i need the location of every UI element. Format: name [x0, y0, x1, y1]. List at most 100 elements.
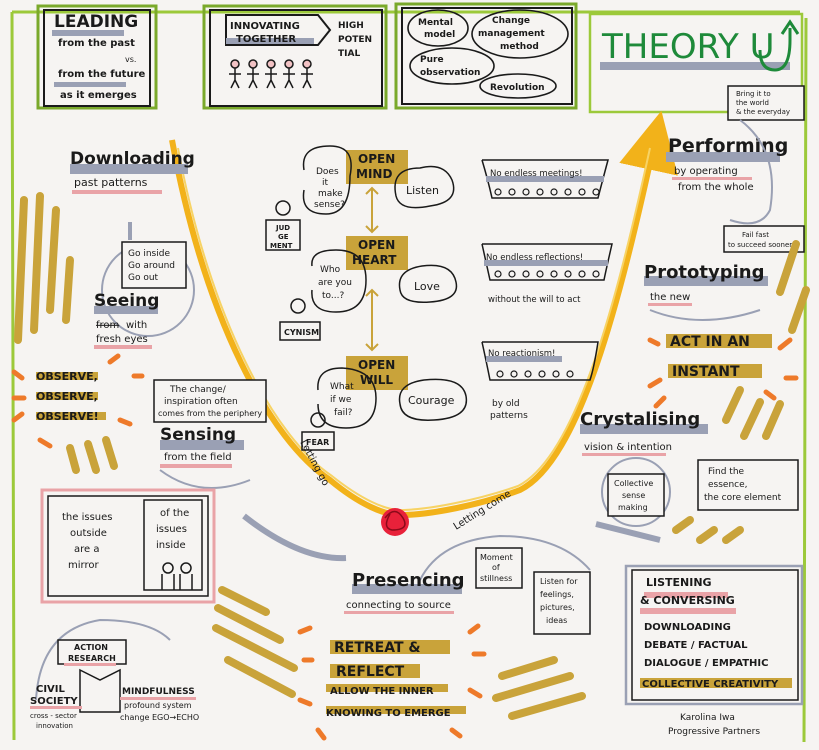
svg-text:REFLECT: REFLECT — [336, 664, 405, 680]
open-heart-section: OPEN HEART Who are you to...? Love CYNIS… — [279, 236, 458, 341]
svg-text:inside: inside — [156, 540, 186, 551]
svg-text:connecting to source: connecting to source — [346, 600, 451, 611]
listening-box: LISTENING & CONVERSING DOWNLOADING DEBAT… — [624, 564, 804, 706]
svg-text:Courage: Courage — [408, 394, 455, 407]
svg-text:OPEN: OPEN — [358, 358, 395, 372]
svg-text:Sensing: Sensing — [160, 425, 236, 445]
svg-text:sense?: sense? — [314, 200, 345, 210]
svg-text:fail?: fail? — [334, 408, 353, 418]
svg-text:Does: Does — [316, 167, 339, 177]
svg-text:from the field: from the field — [164, 452, 232, 463]
svg-text:change EGO→ECHO: change EGO→ECHO — [120, 713, 199, 722]
svg-text:DEBATE / FACTUAL: DEBATE / FACTUAL — [644, 640, 748, 651]
svg-text:stillness: stillness — [480, 574, 512, 583]
svg-text:HIGH: HIGH — [338, 21, 364, 31]
svg-text:CYNISM: CYNISM — [284, 328, 319, 337]
svg-text:feelings,: feelings, — [540, 590, 574, 599]
open-mind-section: OPEN MIND Does it make sense? Listen JUD… — [265, 145, 455, 251]
svg-text:Prototyping: Prototyping — [644, 262, 765, 283]
leading-box: LEADING from the past vs. from the futur… — [36, 4, 158, 110]
svg-text:Go out: Go out — [128, 273, 159, 283]
svg-text:COLLECTIVE CREATIVITY: COLLECTIVE CREATIVITY — [642, 679, 779, 690]
svg-text:profound system: profound system — [124, 701, 192, 710]
svg-text:SOCIETY: SOCIETY — [30, 696, 78, 707]
svg-text:GE: GE — [278, 233, 289, 241]
svg-text:are a: are a — [74, 544, 99, 555]
svg-text:as it emerges: as it emerges — [60, 90, 137, 101]
svg-text:HEART: HEART — [352, 253, 397, 267]
svg-text:Go inside: Go inside — [128, 249, 170, 259]
svg-text:ACT IN AN: ACT IN AN — [670, 334, 750, 350]
svg-text:from the whole: from the whole — [678, 182, 754, 193]
svg-text:INSTANT: INSTANT — [672, 364, 740, 380]
svg-text:& CONVERSING: & CONVERSING — [640, 594, 735, 607]
svg-text:vs.: vs. — [125, 55, 136, 64]
svg-text:it: it — [322, 178, 329, 188]
meeting-row-1: No endless meetings! — [481, 159, 609, 199]
prototyping-section: Fail fast to succeed sooner Prototyping … — [644, 225, 810, 334]
svg-text:INNOVATING: INNOVATING — [230, 21, 300, 32]
svg-text:to succeed sooner: to succeed sooner — [728, 241, 792, 249]
svg-text:Go around: Go around — [128, 261, 175, 271]
svg-text:Love: Love — [414, 280, 440, 293]
svg-text:Presencing: Presencing — [352, 570, 465, 591]
svg-text:Crystalising: Crystalising — [580, 409, 700, 430]
svg-text:model: model — [424, 30, 455, 40]
gold-stripes-left — [14, 192, 74, 344]
act-instant-section: ACT IN AN INSTANT — [647, 334, 799, 440]
svg-text:OPEN: OPEN — [358, 238, 395, 252]
svg-text:RESEARCH: RESEARCH — [68, 654, 116, 663]
svg-text:outside: outside — [70, 528, 107, 539]
svg-text:of the: of the — [160, 508, 189, 519]
svg-text:DOWNLOADING: DOWNLOADING — [644, 622, 731, 633]
svg-text:Change: Change — [492, 16, 530, 26]
center-arrows — [365, 186, 379, 352]
svg-text:pictures,: pictures, — [540, 603, 575, 612]
mirror-figure-icon — [161, 562, 193, 590]
outer-frame — [10, 10, 808, 743]
svg-text:make: make — [318, 189, 343, 199]
theory-u-title-box: THEORY U — [588, 12, 804, 114]
svg-text:MIND: MIND — [356, 167, 392, 181]
table-people-icon — [494, 188, 600, 196]
svg-text:The change/: The change/ — [169, 385, 227, 395]
presencing-section: Moment of stillness Listen for feelings,… — [344, 534, 591, 635]
svg-text:DIALOGUE / EMPATHIC: DIALOGUE / EMPATHIC — [644, 658, 768, 669]
svg-text:vision & intention: vision & intention — [584, 442, 672, 453]
fear-figure-icon — [310, 412, 326, 428]
svg-text:Find the: Find the — [708, 467, 745, 477]
svg-text:LISTENING: LISTENING — [646, 576, 712, 589]
svg-text:the core element: the core element — [704, 493, 782, 503]
page-title: THEORY U — [601, 27, 775, 67]
meeting-row-3: No reactionism! by old patterns — [481, 341, 599, 421]
svg-text:POTEN: POTEN — [338, 35, 372, 45]
svg-text:of: of — [492, 563, 500, 572]
svg-text:past patterns: past patterns — [74, 176, 148, 189]
svg-text:issues: issues — [156, 524, 187, 535]
svg-text:to...?: to...? — [322, 291, 344, 301]
svg-text:comes from the periphery: comes from the periphery — [158, 409, 262, 418]
svg-text:inspiration often: inspiration often — [164, 397, 238, 407]
action-research-section: ACTION RESEARCH CIVIL SOCIETY cross - se… — [30, 618, 199, 730]
svg-text:ideas: ideas — [546, 616, 567, 625]
svg-text:& the everyday: & the everyday — [736, 108, 790, 116]
svg-text:FEAR: FEAR — [306, 438, 329, 447]
svg-text:ACTION: ACTION — [74, 643, 108, 652]
svg-text:sense: sense — [622, 491, 645, 500]
svg-text:KNOWING TO EMERGE: KNOWING TO EMERGE — [326, 708, 451, 719]
meeting-row-2: No endless reflections! without the will… — [481, 243, 613, 305]
svg-text:mirror: mirror — [68, 560, 99, 571]
svg-text:Moment: Moment — [480, 553, 513, 562]
innovating-box: INNOVATING TOGETHER HIGH POTEN TIAL — [202, 4, 388, 110]
svg-text:Listen for: Listen for — [540, 577, 578, 586]
svg-text:RETREAT &: RETREAT & — [334, 640, 421, 656]
svg-text:Downloading: Downloading — [70, 149, 195, 169]
svg-text:management: management — [478, 29, 545, 39]
svg-text:if we: if we — [330, 395, 352, 405]
svg-text:with: with — [126, 320, 147, 331]
svg-text:Collective: Collective — [614, 479, 653, 488]
svg-text:observation: observation — [420, 68, 480, 78]
svg-text:MENT: MENT — [270, 242, 293, 250]
svg-text:Listen: Listen — [406, 184, 439, 197]
u-turn-arrow-icon — [758, 28, 792, 72]
